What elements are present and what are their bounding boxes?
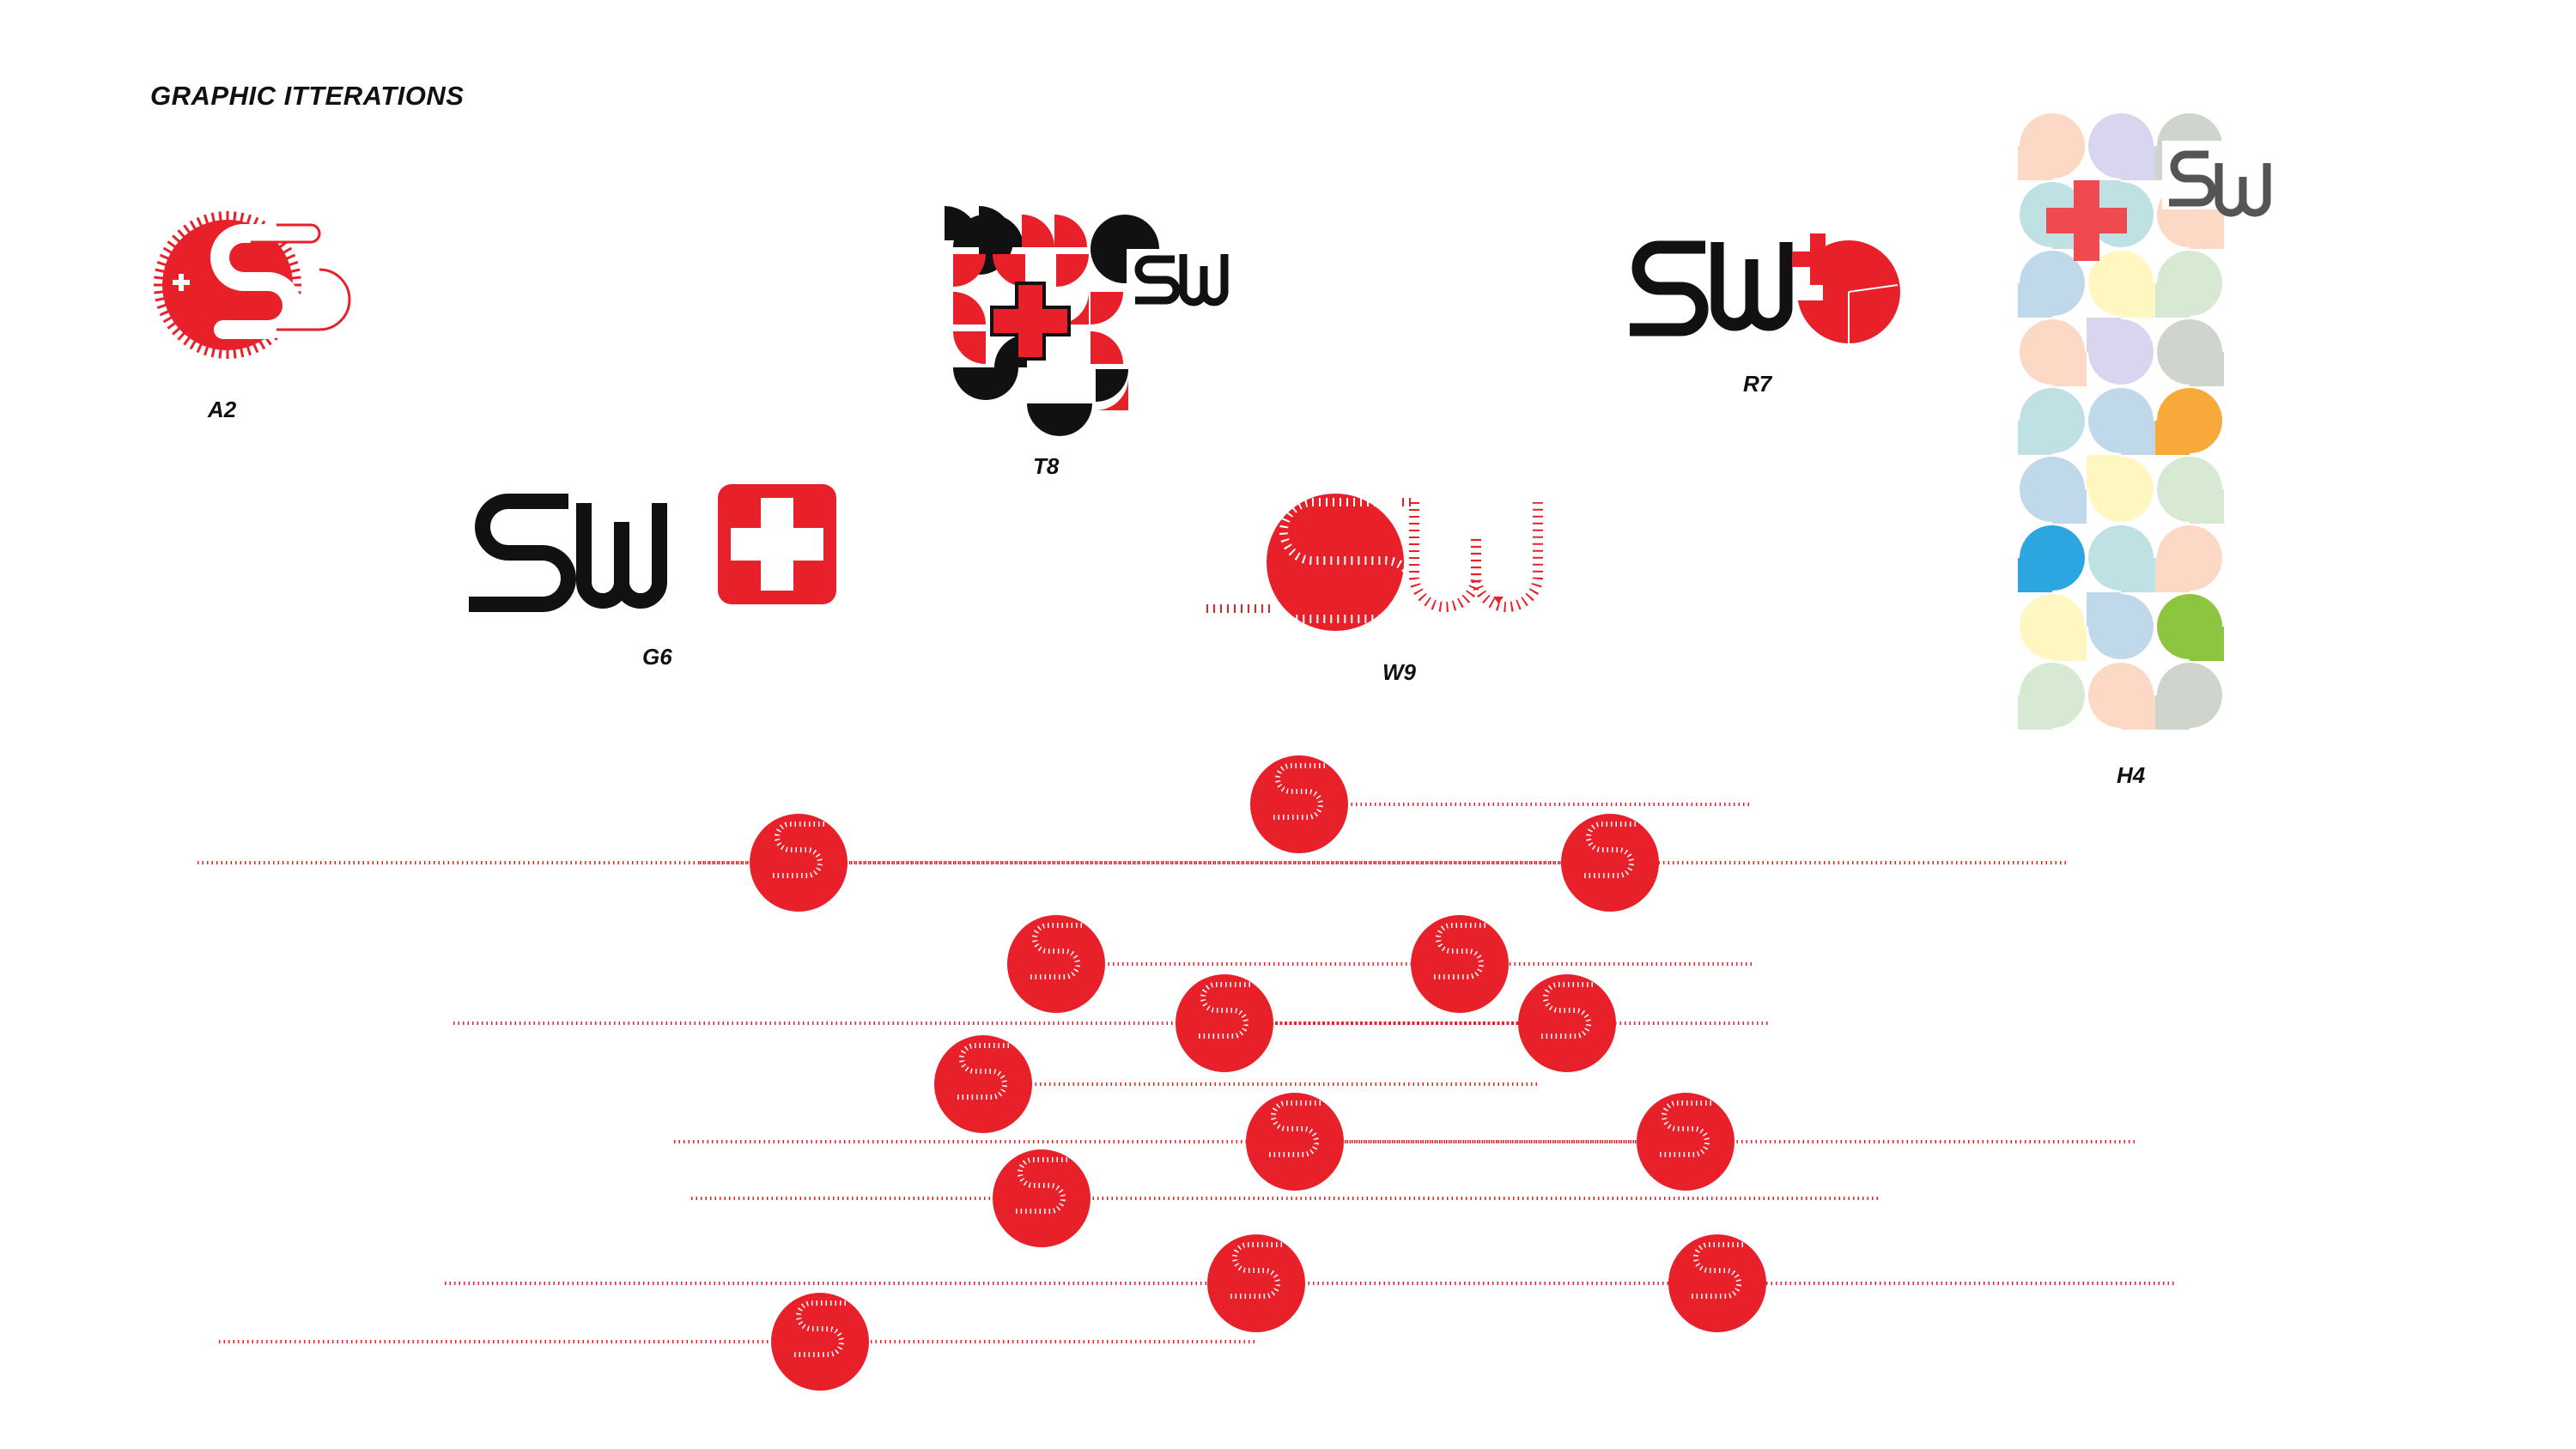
s-disc: [934, 1035, 1032, 1133]
s-glyph-icon: [1016, 1157, 1067, 1214]
s-disc: [1246, 1093, 1344, 1191]
label-g6: G6: [642, 644, 672, 670]
swiss-cross-icon: [173, 274, 190, 291]
s-disc: [1176, 974, 1273, 1072]
s-glyph-icon: [210, 224, 301, 339]
s-glyph-icon: [1230, 1242, 1282, 1299]
s-disc: [1561, 814, 1659, 912]
swiss-cross-icon: [990, 282, 1071, 361]
page-title: GRAPHIC ITTERATIONS: [150, 81, 465, 111]
label-t8: T8: [1033, 453, 1060, 479]
s-glyph-icon: [1269, 1100, 1321, 1157]
s-disc: [1668, 1234, 1766, 1332]
label-w9: W9: [1382, 659, 1416, 685]
s-disc: [771, 1293, 869, 1391]
logo-t8: [945, 206, 1264, 436]
s-glyph-icon: [1217, 498, 1419, 623]
swiss-cross-icon: [731, 498, 823, 591]
label-r7: R7: [1743, 371, 1772, 397]
s-glyph-icon: [1273, 763, 1325, 820]
s-glyph-icon: [1199, 982, 1250, 1039]
s-glyph-icon: [794, 1300, 846, 1357]
swiss-cross-icon: [1792, 233, 1844, 285]
logo-g6: [469, 484, 836, 612]
s-glyph-icon: [773, 822, 824, 878]
s-glyph-icon: [957, 1043, 1009, 1100]
s-disc: [1518, 974, 1616, 1072]
s-disc: [1637, 1093, 1735, 1191]
logo-r7: [1630, 233, 1900, 343]
s-glyph-icon: [1541, 982, 1593, 1039]
s-disc: [750, 814, 848, 912]
label-a2: A2: [208, 397, 237, 422]
s-disc: [1250, 755, 1348, 853]
s-glyph-icon: [1660, 1100, 1711, 1157]
s-disc: [1207, 1234, 1305, 1332]
s-disc: [1007, 915, 1105, 1013]
s-glyph-icon: [1692, 1242, 1743, 1299]
swiss-cross-icon: [2046, 180, 2127, 261]
label-h4: H4: [2117, 762, 2146, 788]
logo-a2: [154, 211, 351, 359]
s-glyph-icon: [1434, 923, 1485, 979]
s-glyph-icon: [1030, 923, 1082, 979]
s-disc: [993, 1149, 1091, 1247]
logo-w9: [1206, 494, 1543, 631]
s-disc: [1411, 915, 1509, 1013]
s-glyph-icon: [1584, 822, 1636, 878]
logo-h4: [2018, 113, 2300, 730]
